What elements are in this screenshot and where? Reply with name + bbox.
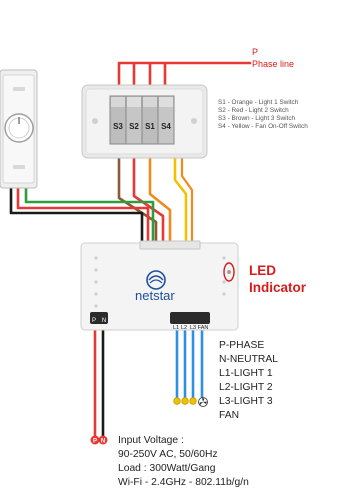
wire-regulator-black (9, 184, 144, 250)
spec-line: Input Voltage : (118, 435, 184, 446)
end-marker-n: N (101, 439, 105, 445)
spec-line: Wi-Fi - 2.4GHz - 802.11b/g/n (118, 477, 249, 489)
switch-legend-item: S2 - Red - Light 2 Switch (218, 107, 289, 114)
terminal-legend-item: L1-LIGHT 1 (219, 368, 273, 380)
switch-rockers (109, 95, 175, 145)
module-pin-l2: L2 (181, 325, 187, 331)
switch-label-s4: S4 (161, 122, 171, 131)
spec-line: Load : 300Watt/Gang (118, 463, 216, 475)
module-pin-fan: FAN (198, 325, 209, 331)
wire-s3-brown (117, 140, 158, 250)
phase-p-label: P (252, 47, 259, 57)
switch-label-s2: S2 (129, 122, 139, 131)
wire-s4-orange (180, 140, 194, 250)
switch-legend-item: S3 - Brown - Light 3 Switch (218, 115, 296, 122)
module-status-dots (94, 256, 226, 308)
led-indicator-label: LED Indicator (249, 262, 306, 296)
terminal-legend-item: FAN (219, 410, 240, 422)
terminal-legend: P-PHASE N-NEUTRAL L1-LIGHT 1 L2-LIGHT 2 … (219, 339, 278, 424)
switch-label-s3: S3 (113, 122, 123, 131)
terminal-legend-item: P-PHASE (219, 340, 265, 351)
supply-end-markers: P N (90, 435, 108, 445)
specifications: Input Voltage : 90-250V AC, 50/60Hz Load… (118, 434, 249, 490)
fan-regulator (0, 69, 38, 189)
netstar-module: P N L1 L2 L3 FAN (80, 240, 239, 331)
wire-s4-yellow (173, 140, 188, 250)
led-label-line2: Indicator (249, 280, 307, 295)
spec-line: 90-250V AC, 50/60Hz (118, 449, 218, 461)
led-indicator (223, 262, 235, 282)
switch-legend-item: S4 - Yellow - Fan On-Off Switch (218, 123, 308, 130)
phase-line-label: P Phase line (252, 48, 294, 69)
brand-name: netstar (135, 288, 175, 303)
led-label-line1: LED (249, 263, 276, 278)
phase-line-wire (117, 61, 252, 95)
end-marker-p: P (93, 439, 97, 445)
module-pin-p: P (92, 318, 96, 324)
wire-s2-red (132, 140, 165, 250)
module-pin-l3: L3 (190, 325, 196, 331)
switch-label-s1: S1 (145, 122, 155, 131)
fan-icon (198, 397, 208, 407)
switch-legend: S1 - Orange - Light 1 Switch S2 - Red - … (218, 99, 308, 132)
brand-logo-icon (146, 270, 166, 290)
terminal-legend-item: N-NEUTRAL (219, 354, 278, 366)
module-pin-n: N (102, 318, 106, 324)
load-end-markers (173, 397, 208, 407)
switch-legend-item: S1 - Orange - Light 1 Switch (218, 99, 299, 106)
module-pin-l1: L1 (173, 325, 179, 331)
wires (9, 61, 252, 439)
terminal-legend-item: L3-LIGHT 3 (219, 396, 273, 408)
wire-regulator-red (16, 184, 150, 250)
phase-line-text: Phase line (252, 59, 295, 69)
switch-board: S3 S2 S1 S4 (81, 84, 208, 159)
terminal-legend-item: L2-LIGHT 2 (219, 382, 273, 394)
wire-regulator-green (24, 184, 155, 250)
wire-s1-orange (148, 140, 172, 250)
